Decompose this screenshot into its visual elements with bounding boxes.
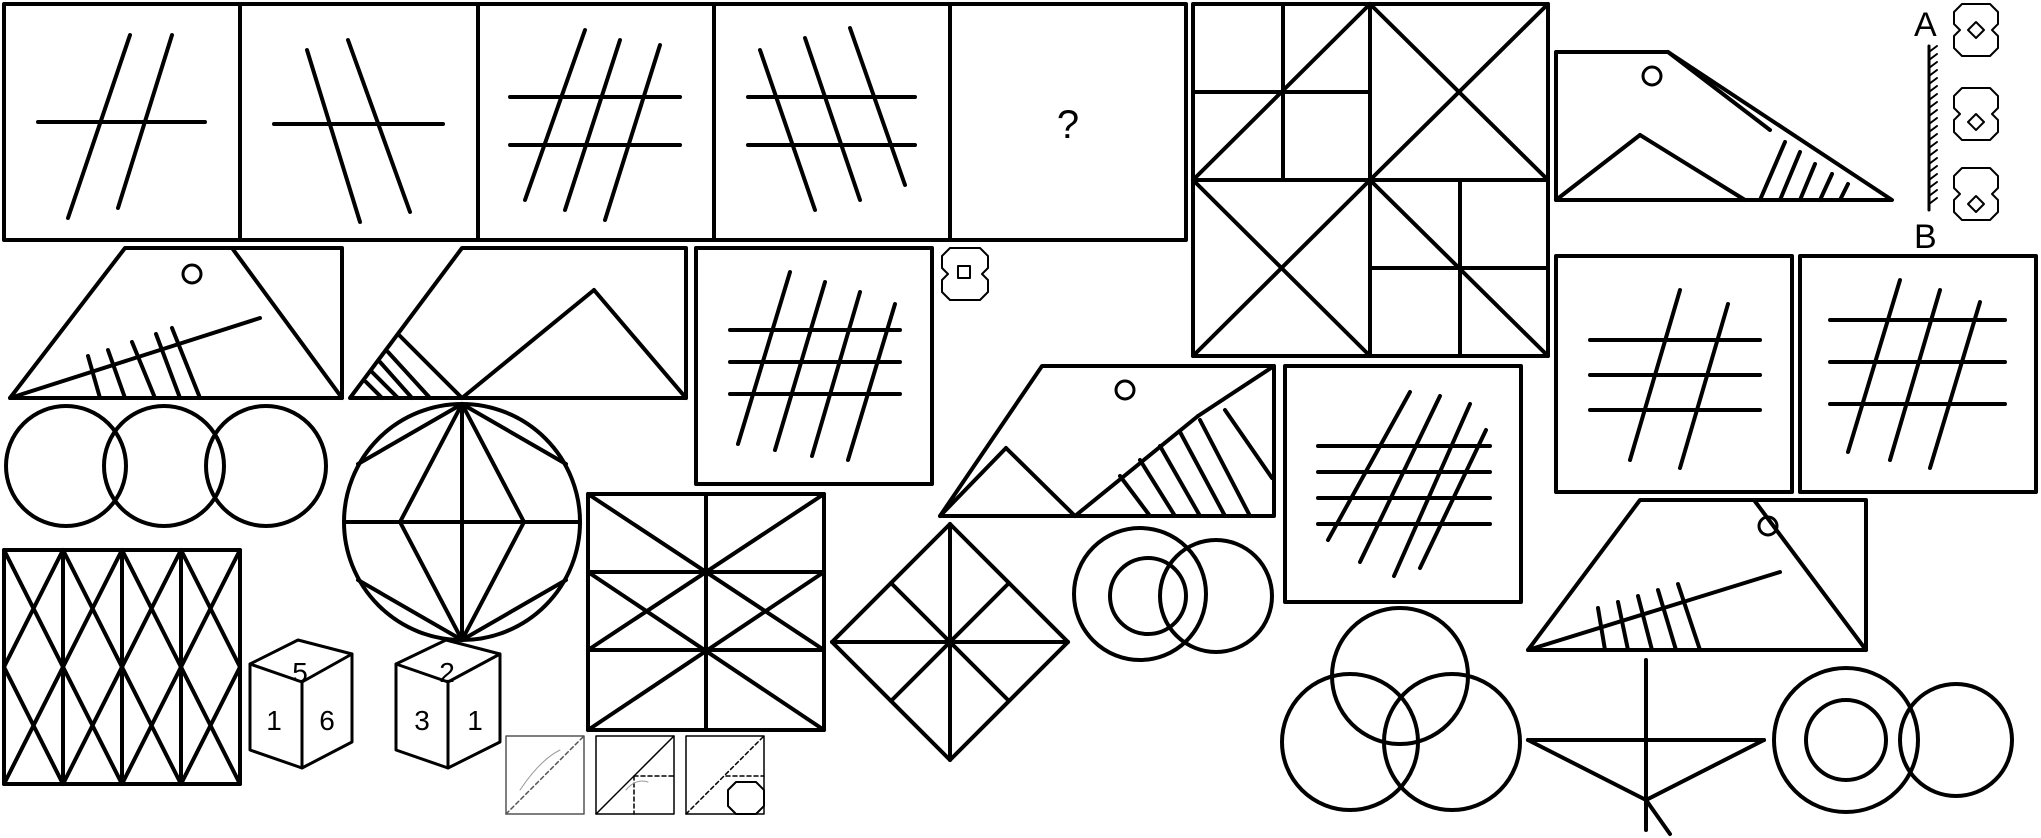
large-dissected-square xyxy=(1191,2,1550,358)
sequence-cell-3 xyxy=(508,28,682,222)
small-flower-tile xyxy=(941,247,989,301)
lattice-rect-figure xyxy=(2,548,242,786)
label-b: B xyxy=(1914,218,1937,256)
grid-box-upper-right-1 xyxy=(1554,254,1794,494)
diamond-spokes-figure xyxy=(830,522,1070,762)
cube-left-front-face: 1 xyxy=(266,705,282,736)
fold-square-3 xyxy=(685,735,765,815)
cube-left xyxy=(248,638,354,770)
flower-strip: A B xyxy=(1914,3,1999,256)
bird-figure-top xyxy=(1554,50,1894,202)
three-circles-row xyxy=(4,404,328,528)
bird-figure-left xyxy=(8,246,344,400)
fold-squares xyxy=(505,735,765,815)
flower-tile-2 xyxy=(1953,87,1999,141)
ring-circle-figure xyxy=(1772,666,2014,814)
question-mark: ? xyxy=(1057,103,1079,147)
bird-figure-bottom xyxy=(1526,498,1868,652)
cube-left-top-face: 5 xyxy=(292,657,308,688)
cube-right-right-face: 1 xyxy=(467,705,483,736)
nested-circles-center xyxy=(1072,526,1274,662)
cube-right-front-face: 3 xyxy=(414,705,430,736)
cube-right-top-face: 2 xyxy=(439,657,455,688)
sequence-cell-4 xyxy=(746,26,917,212)
three-circles-triangle xyxy=(1280,606,1522,812)
cube-right xyxy=(394,638,502,770)
bird-figure-middle xyxy=(348,246,688,400)
sequence-row: ? xyxy=(2,2,1188,242)
grid-box-upper-right-2 xyxy=(1798,254,2038,494)
sequence-cell-1 xyxy=(36,33,207,220)
rect-triangle-figure xyxy=(586,492,826,732)
fold-square-1 xyxy=(505,735,585,815)
flower-tile-3 xyxy=(1953,167,1999,221)
grid-box-center xyxy=(694,246,934,486)
grid-box-right xyxy=(1283,364,1523,604)
label-a: A xyxy=(1914,6,1937,44)
fold-square-2 xyxy=(595,735,675,815)
bird-figure-center xyxy=(938,364,1276,518)
flower-tile-1 xyxy=(1953,3,1999,57)
sequence-cell-2 xyxy=(272,38,445,224)
cube-left-right-face: 6 xyxy=(319,705,335,736)
circle-diamond-figure xyxy=(342,402,582,642)
cross-triangle-figure xyxy=(1526,658,1766,836)
